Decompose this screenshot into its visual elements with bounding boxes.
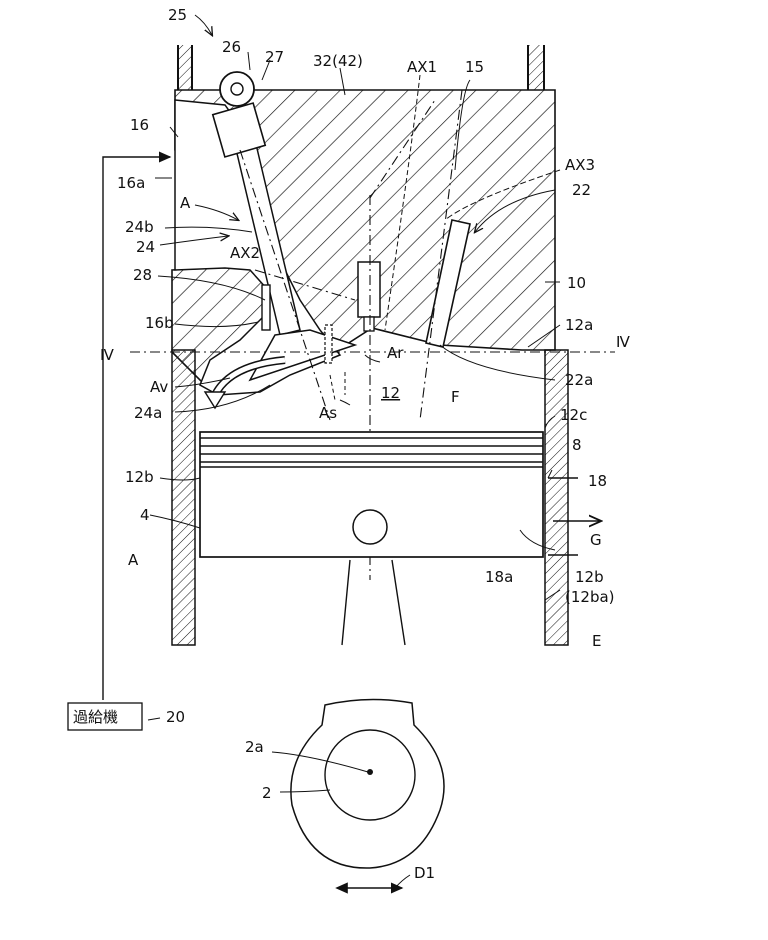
piston	[199, 431, 600, 646]
supercharger-line	[67, 151, 172, 731]
cylinder-block	[171, 349, 569, 646]
label-10: 10	[567, 274, 586, 292]
label-f: F	[451, 388, 460, 406]
label-16: 16	[130, 116, 149, 134]
label-12b-right: 12b	[575, 568, 604, 586]
label-20: 20	[166, 708, 185, 726]
label-18a: 18a	[485, 568, 513, 586]
flow-arrows	[203, 356, 404, 894]
label-2a: 2a	[245, 738, 264, 756]
reference-labels: 25 26 27 32(42) AX1 15 16 16a A 24b 24 A…	[73, 6, 630, 882]
label-12c: 12c	[560, 406, 587, 424]
label-15: 15	[465, 58, 484, 76]
label-32-42: 32(42)	[313, 52, 363, 70]
label-g: G	[590, 531, 602, 549]
label-ax3: AX3	[565, 156, 595, 174]
label-iv-left: Ⅳ	[100, 346, 114, 364]
label-supercharger: 過給機	[73, 708, 118, 726]
label-26: 26	[222, 38, 241, 56]
label-av: Av	[150, 378, 168, 396]
label-4: 4	[140, 506, 150, 524]
label-as: As	[319, 404, 337, 422]
label-iv-right: Ⅳ	[616, 333, 630, 351]
label-d1: D1	[414, 864, 435, 882]
label-22a: 22a	[565, 371, 593, 389]
label-12ba: (12ba)	[565, 588, 615, 606]
label-12: 12	[381, 384, 400, 402]
label-ax1: AX1	[407, 58, 437, 76]
label-e: E	[592, 632, 601, 650]
label-16b: 16b	[145, 314, 174, 332]
label-12b-left: 12b	[125, 468, 154, 486]
leader-lines	[147, 14, 561, 889]
label-a-top: A	[180, 194, 191, 212]
label-22: 22	[572, 181, 591, 199]
label-24: 24	[136, 238, 155, 256]
label-12a: 12a	[565, 316, 593, 334]
label-24b: 24b	[125, 218, 154, 236]
label-a-left: A	[128, 551, 139, 569]
label-8: 8	[572, 436, 582, 454]
label-28: 28	[133, 266, 152, 284]
label-25: 25	[168, 6, 187, 24]
label-ar: Ar	[387, 344, 404, 362]
label-16a: 16a	[117, 174, 145, 192]
label-18: 18	[588, 472, 607, 490]
label-2: 2	[262, 784, 272, 802]
label-24a: 24a	[134, 404, 162, 422]
crankshaft	[290, 698, 445, 869]
spark-plug-and-injector	[261, 261, 381, 364]
label-ax2: AX2	[230, 244, 260, 262]
label-27: 27	[265, 48, 284, 66]
